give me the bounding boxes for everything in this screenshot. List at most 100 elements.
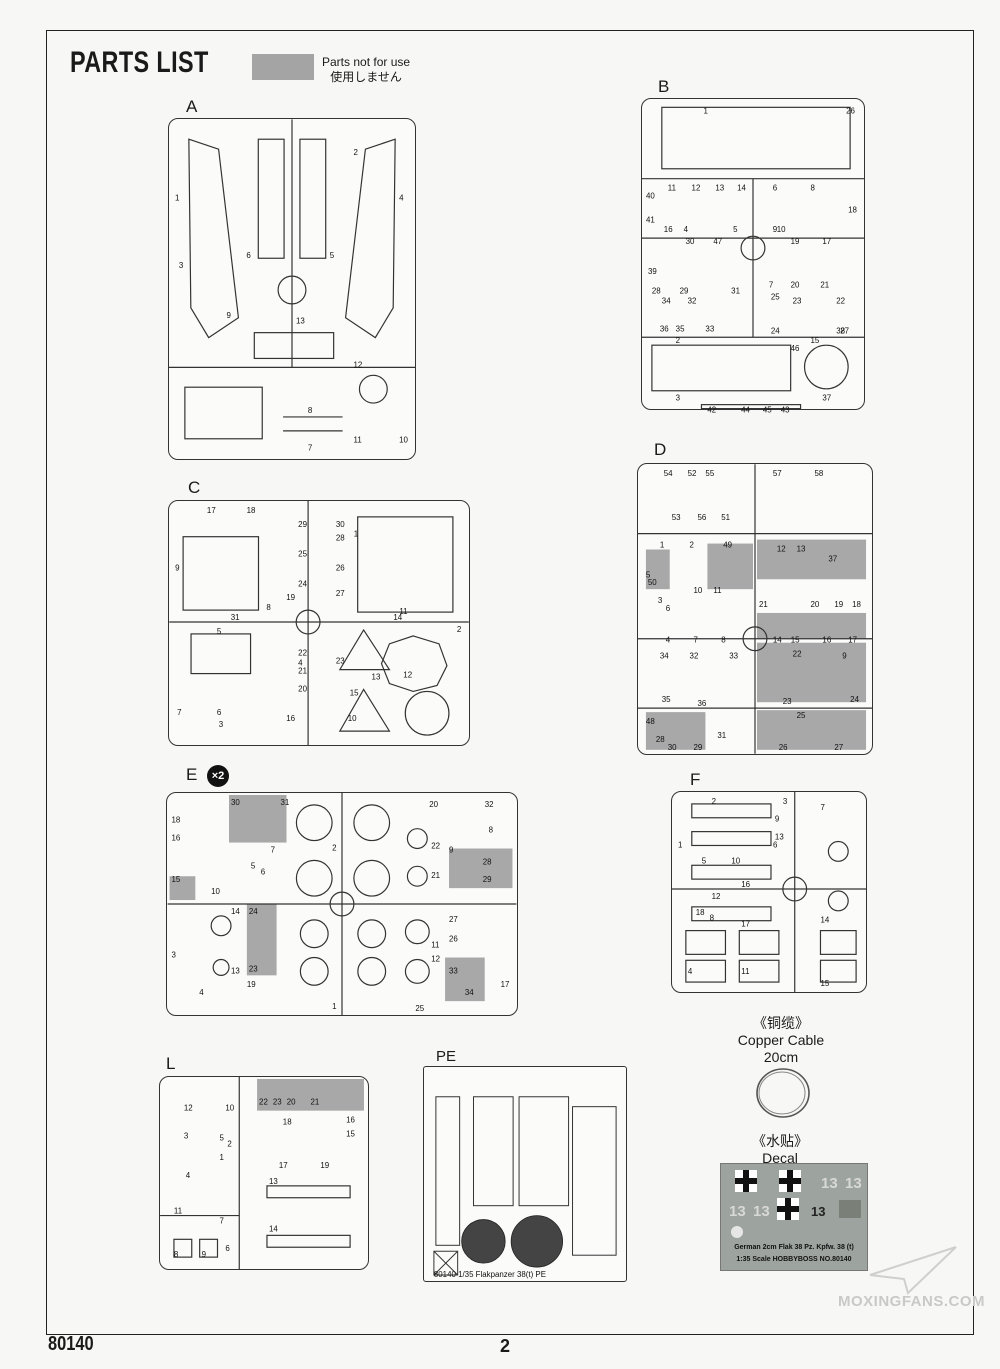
part-f-4: 4 [688, 967, 693, 976]
part-l-3: 3 [184, 1131, 189, 1140]
decal-caption-1: German 2cm Flak 38 Pz. Kpfw. 38 (t) [734, 1244, 854, 1251]
part-c-13: 13 [372, 673, 381, 682]
part-f-6: 6 [773, 840, 778, 849]
part-l-17: 17 [279, 1161, 288, 1170]
part-d-35: 35 [662, 695, 671, 704]
sprue-c-letter: C [188, 478, 201, 497]
part-d-24: 24 [850, 695, 859, 704]
part-b-32: 32 [688, 297, 697, 306]
part-f-1: 1 [678, 840, 683, 849]
part-b-20: 20 [791, 281, 800, 290]
part-c-22: 22 [298, 649, 307, 658]
part-b-16: 16 [664, 225, 673, 234]
part-c-9: 9 [175, 563, 180, 572]
sprue-c: 1 2 3 4 5 6 7 8 9 10 11 12 13 14 15 16 1… [168, 500, 470, 746]
part-b-40: 40 [646, 192, 655, 201]
copper-cable-length: 20cm [763, 1049, 799, 1065]
part-e-16: 16 [172, 834, 181, 843]
part-c-6: 6 [217, 708, 222, 717]
sprue-pe-letter: PE [436, 1048, 457, 1065]
part-e-14: 14 [231, 907, 240, 916]
part-b-2: 2 [676, 336, 680, 345]
part-e-21: 21 [431, 871, 440, 880]
part-c-18: 18 [247, 506, 256, 515]
sprue-b-drawing: 1 2 3 4 5 6 7 8 9 10 11 12 13 14 15 16 1… [642, 106, 864, 415]
sprue-f-letter: F [690, 770, 701, 789]
sprue-a-letter: A [186, 97, 198, 116]
sprue-e-drawing: 1 2 3 4 5 6 7 8 9 10 11 12 13 14 15 16 1… [167, 793, 517, 1015]
page-frame [46, 30, 974, 1335]
part-b-38: 38 [836, 326, 845, 335]
part-c-29: 29 [298, 520, 307, 529]
watermark: MOXINGFANS.COM [838, 1293, 986, 1310]
part-d-31: 31 [717, 731, 726, 740]
part-b-5: 5 [733, 225, 738, 234]
part-e-31: 31 [281, 798, 290, 807]
part-a-10: 10 [399, 436, 408, 445]
sprue-d-drawing: 1 2 3 4 5 6 7 8 9 10 11 12 13 14 15 16 1… [638, 464, 872, 754]
part-e-10: 10 [211, 887, 220, 896]
part-c-27: 27 [336, 589, 345, 598]
sprue-a-drawing: 1 2 3 4 5 6 7 8 9 10 11 12 13 [169, 119, 415, 453]
part-e-17: 17 [501, 980, 510, 989]
copper-cable-en: Copper Cable [737, 1032, 825, 1048]
part-d-26: 26 [779, 743, 788, 752]
part-d-58: 58 [814, 469, 823, 478]
sprue-b-letter: B [658, 77, 670, 96]
part-b-18: 18 [848, 205, 857, 214]
part-b-7: 7 [769, 281, 773, 290]
part-f-3: 3 [783, 797, 788, 806]
part-d-12: 12 [777, 544, 786, 553]
part-b-8: 8 [810, 184, 815, 193]
part-d-27: 27 [834, 743, 843, 752]
part-c-4: 4 [298, 659, 303, 668]
part-f-7: 7 [820, 803, 824, 812]
sprue-e-multiplier: ×2 [207, 765, 229, 787]
copper-cable-label: 《铜缆》 Copper Cable 20cm [720, 1015, 842, 1066]
part-b-41: 41 [646, 215, 655, 224]
part-l-22: 22 [259, 1098, 268, 1107]
part-e-27: 27 [449, 915, 458, 924]
part-d-36: 36 [697, 699, 706, 708]
part-e-8: 8 [489, 826, 494, 835]
sprue-l-drawing: 1 2 3 4 5 6 7 8 9 10 11 12 13 14 15 16 1… [160, 1077, 364, 1269]
sprue-l: 1 2 3 4 5 6 7 8 9 10 11 12 13 14 15 16 1… [159, 1076, 369, 1270]
part-d-49: 49 [723, 541, 732, 550]
part-e-32: 32 [485, 800, 494, 809]
decal-caption-2: 1:35 Scale HOBBYBOSS NO.80140 [736, 1256, 852, 1263]
part-l-13: 13 [269, 1177, 278, 1186]
part-c-7: 7 [177, 708, 181, 717]
part-l-1: 1 [219, 1153, 224, 1162]
part-d-13: 13 [797, 544, 806, 553]
part-b-39: 39 [648, 267, 657, 276]
part-e-18: 18 [172, 816, 181, 825]
part-e-20: 20 [429, 800, 438, 809]
part-b-36: 36 [660, 324, 669, 333]
sprue-d: 1 2 3 4 5 6 7 8 9 10 11 12 13 14 15 16 1… [637, 463, 873, 755]
part-a-3: 3 [179, 261, 184, 270]
part-e-2: 2 [332, 843, 336, 852]
part-b-15: 15 [810, 336, 819, 345]
decal-en: Decal [762, 1150, 798, 1166]
part-l-12: 12 [184, 1104, 193, 1113]
sprue-a: 1 2 3 4 5 6 7 8 9 10 11 12 13 [168, 118, 416, 460]
part-c-20: 20 [298, 684, 307, 693]
part-d-6: 6 [666, 604, 671, 613]
legend-text: Parts not for use 使用しません [322, 55, 410, 85]
part-e-23: 23 [249, 964, 258, 973]
part-l-10: 10 [225, 1104, 234, 1113]
part-b-25: 25 [771, 293, 780, 302]
sprue-pe-drawing: 80140 1/35 Flakpanzer 38(t) PE [433, 1096, 617, 1279]
part-f-5: 5 [702, 856, 707, 865]
part-l-5: 5 [219, 1133, 224, 1142]
page-title: PARTS LIST [70, 46, 209, 79]
part-e-22: 22 [431, 842, 440, 851]
part-e-28: 28 [483, 857, 492, 866]
part-c-11: 11 [399, 607, 408, 616]
part-d-32: 32 [690, 652, 699, 661]
part-f-16: 16 [741, 880, 750, 889]
decal-number-3: 13 [729, 1203, 746, 1220]
part-b-45: 45 [763, 406, 772, 415]
part-b-42: 42 [707, 406, 716, 415]
part-l-21: 21 [311, 1098, 320, 1107]
